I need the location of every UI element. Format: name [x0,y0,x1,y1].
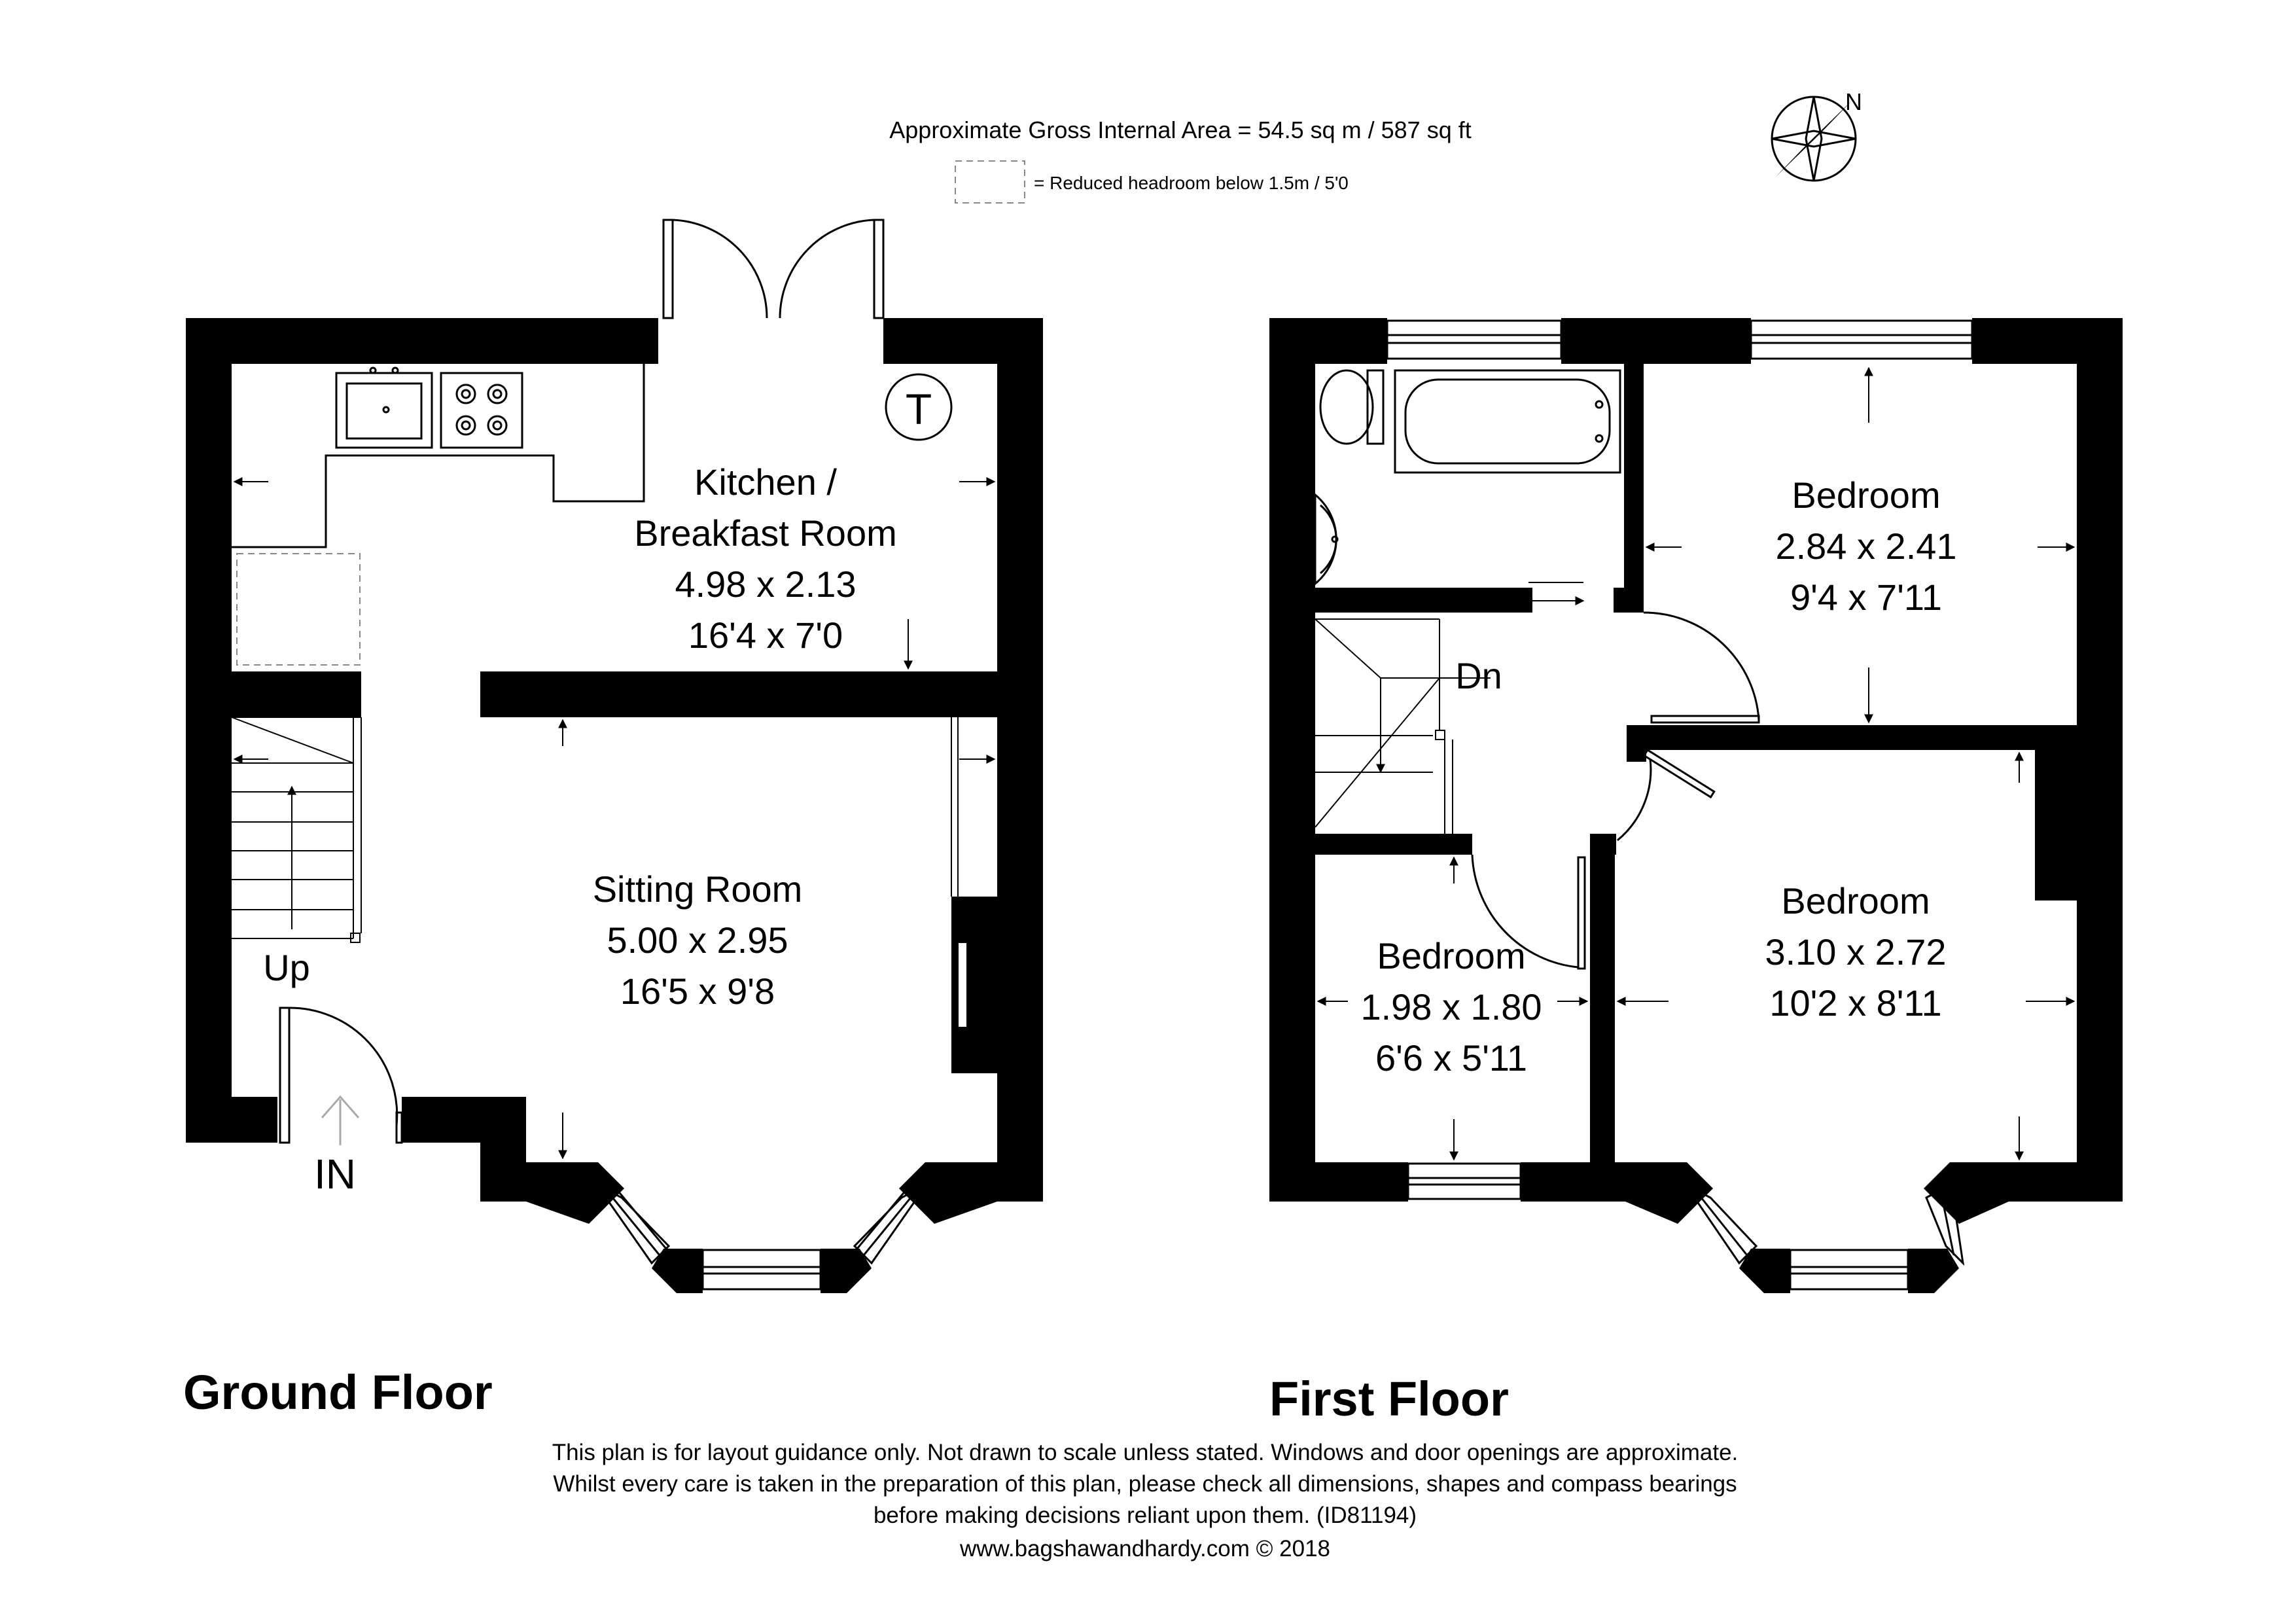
bedroom-front-large-name: Bedroom [1781,880,1930,921]
ff-wall-small-bedroom-top [1315,834,1472,855]
website-copyright: www.bagshawandhardy.com © 2018 [959,1536,1330,1561]
ff-bay-left-pier [1625,1162,1713,1224]
gf-hearth [957,942,968,1028]
compass-north-label: N [1845,88,1862,115]
ff-top-windows [1386,319,1973,360]
gf-wall-left [186,318,232,1143]
reduced-headroom-legend-text: = Reduced headroom below 1.5m / 5'0 [1034,173,1349,193]
ff-bay-window-front [1789,1249,1909,1291]
tank-label: T [906,385,932,433]
gf-wall-kitchen-partition [480,671,1043,717]
gf-bay-right-pier [899,1162,1043,1224]
gf-bay-window-right [853,1183,928,1265]
gross-internal-area: Approximate Gross Internal Area = 54.5 s… [889,116,1472,143]
stair-up-label: Up [263,947,310,988]
entrance-label: IN [314,1150,356,1198]
gf-kitchen-counter [232,364,645,548]
gf-bay-front-left-pier [652,1249,703,1293]
kitchen-name-line-1: Kitchen / [694,461,837,503]
basin-icon [1314,492,1339,586]
ff-wall-top-2 [1561,318,1751,364]
sitting-room-metric: 5.00 x 2.95 [607,919,788,961]
ff-wall-right [2077,318,2123,1202]
ff-wall-front-3 [2009,1162,2123,1202]
first-floor-title: First Floor [1269,1372,1509,1426]
gf-staircase [231,717,362,943]
ff-wall-chimney [2035,750,2077,901]
ground-floor-title: Ground Floor [183,1365,493,1419]
ff-doors [1471,611,1760,970]
gf-wall-front-mid [402,1097,526,1143]
gf-wall-top-left [186,318,658,364]
toilet-icon [1319,369,1385,445]
entrance-arrow-icon [321,1095,360,1145]
gf-bay-window-front [701,1249,822,1291]
ff-bay-front-right-pier [1908,1249,1959,1293]
ff-bay-window-right [1925,1183,1965,1266]
gf-french-doors [662,219,885,319]
gf-alcove-cupboard [951,717,959,897]
disclaimer-line-2: Whilst every care is taken in the prepar… [553,1471,1737,1497]
bedroom-rear-name: Bedroom [1792,474,1940,516]
bedroom-rear-imperial: 9'4 x 7'11 [1790,577,1942,618]
sitting-room-name: Sitting Room [593,868,803,910]
ff-bay-front-left-pier [1739,1249,1790,1293]
gf-bay-left-pier [480,1162,624,1224]
ff-wall-bathroom-stub [1614,588,1644,613]
first-floor-plan: Bedroom 2.84 x 2.41 9'4 x 7'11 Bedroom 3… [1269,318,2123,1293]
kitchen-name-line-2: Breakfast Room [634,512,897,554]
ff-wall-front-1 [1269,1162,1408,1202]
gf-wall-front-left [186,1097,277,1143]
ff-wall-left [1269,318,1315,1202]
gf-bay-window-left [595,1183,671,1265]
gf-reduced-headroom-area [236,553,361,666]
bedroom-small-imperial: 6'6 x 5'11 [1375,1037,1527,1079]
kitchen-metric: 4.98 x 2.13 [675,563,856,605]
ground-floor-plan: T [186,219,1043,1293]
disclaimer-line-3: before making decisions reliant upon the… [873,1503,1417,1528]
ff-wall-bathroom-bottom [1315,588,1532,613]
ff-wall-partition-stub [1627,725,1646,762]
compass-icon [1771,96,1857,182]
bedroom-small-name: Bedroom [1377,935,1525,976]
gf-front-door [279,1007,403,1144]
reduced-headroom-legend-icon [955,160,1025,204]
ff-wall-small-bedroom-right [1590,855,1615,1162]
sitting-room-imperial: 16'5 x 9'8 [620,971,775,1012]
gf-wall-hall-partition [232,671,361,717]
ff-staircase [1315,618,1491,834]
disclaimer-line-1: This plan is for layout guidance only. N… [552,1440,1739,1465]
ff-wall-bathroom-right [1624,364,1644,613]
ff-front-window-small [1407,1162,1522,1200]
gf-bay-front-right-pier [821,1249,872,1293]
bedroom-small-metric: 1.98 x 1.80 [1360,986,1542,1027]
gf-dimension-arrows [233,477,996,1160]
tank-icon: T [885,373,953,441]
hob-icon [440,372,523,449]
ff-wall-small-bedroom-top-stub [1590,834,1616,855]
gf-wall-right [997,318,1043,1202]
stair-down-label: Dn [1455,655,1502,696]
ff-bay-window-left [1684,1183,1758,1265]
bedroom-front-large-metric: 3.10 x 2.72 [1765,931,1946,972]
ff-dimension-arrows [1316,366,2075,1161]
bedroom-front-large-imperial: 10'2 x 8'11 [1769,982,1941,1024]
ff-wall-bedroom-partition [1627,725,2077,750]
bath-icon [1394,369,1621,474]
kitchen-imperial: 16'4 x 7'0 [688,615,843,656]
bedroom-rear-metric: 2.84 x 2.41 [1775,526,1956,567]
disclaimer: This plan is for layout guidance only. N… [327,1437,1963,1531]
sink-icon [335,366,433,449]
ff-wall-front-2 [1521,1162,1625,1202]
